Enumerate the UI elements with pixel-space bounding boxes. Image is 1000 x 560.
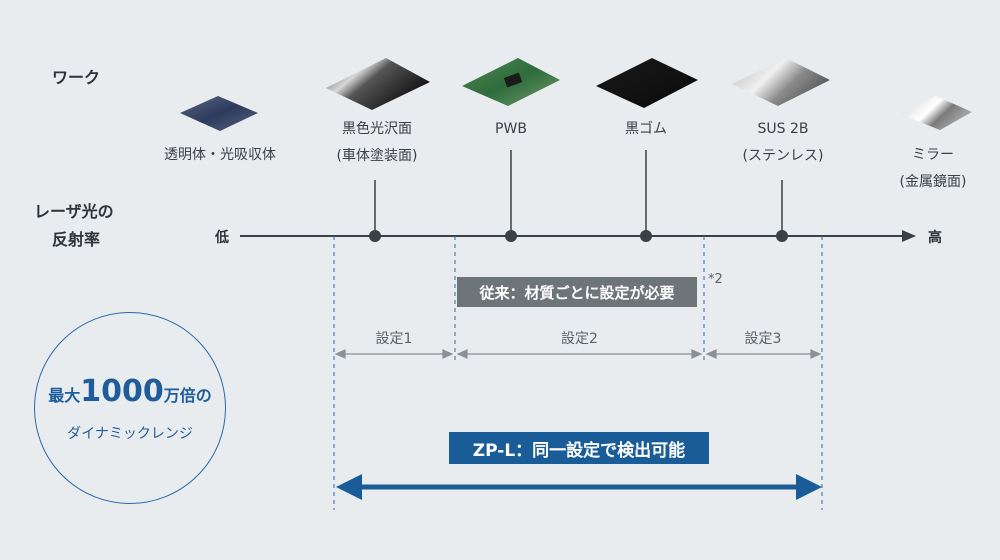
material-black-gloss: 黒色光沢面 (車体塗装面) [297, 116, 457, 170]
material-name: 黒色光沢面 [342, 121, 412, 137]
setting3-label: 設定3 [744, 331, 782, 347]
setting3-arrow-left [705, 349, 717, 359]
axis-arrowhead [902, 230, 916, 242]
tile-transparent [180, 96, 258, 131]
zpl-arrow-right [796, 474, 822, 500]
pwb-chip [503, 72, 523, 88]
dynamic-range-number: 1000 [80, 373, 164, 409]
tile-black-rubber [596, 58, 698, 108]
point-pwb [505, 230, 517, 242]
setting3-arrow-right [810, 349, 822, 359]
axis-high-label: 高 [928, 230, 942, 246]
zpl-box: ZP-L：同一設定で検出可能 [449, 432, 709, 464]
dynamic-range-line2: ダイナミックレンジ [67, 425, 193, 442]
material-sub: (金属鏡面) [899, 174, 967, 190]
conventional-label: 従来：材質ごとに設定が必要 [479, 283, 675, 302]
tile-sus [732, 58, 830, 106]
material-name: 黒ゴム [625, 121, 667, 137]
point-sus [776, 230, 788, 242]
setting1-arrow-left [334, 349, 346, 359]
axis-low-label: 低 [215, 230, 229, 246]
setting2-label: 設定2 [561, 331, 598, 347]
footnote-mark: *2 [708, 272, 723, 287]
material-sub: (車体塗装面) [336, 148, 418, 164]
material-transparent: 透明体・光吸収体 [140, 142, 300, 169]
material-name: ミラー [912, 147, 954, 163]
setting2-arrow-right [691, 349, 703, 359]
material-pwb: PWB [431, 116, 591, 143]
setting1-arrow-right [442, 349, 454, 359]
reflectance-label: レーザ光の 反射率 [34, 198, 114, 254]
reflectance-label-line1: レーザ光の [34, 202, 114, 221]
zpl-arrow-left [336, 474, 362, 500]
dynamic-range-line1: 最大1000万倍の [48, 374, 212, 409]
material-name: 透明体・光吸収体 [164, 147, 276, 163]
material-tiles [180, 58, 972, 131]
conventional-box: 従来：材質ごとに設定が必要 [457, 277, 697, 307]
dynamic-range-circle: 最大1000万倍の ダイナミックレンジ [34, 312, 226, 504]
material-sub: (ステンレス) [742, 148, 824, 164]
point-black-rubber [640, 230, 652, 242]
zpl-label: ZP-L：同一設定で検出可能 [472, 440, 686, 461]
material-name: SUS 2B [757, 121, 809, 137]
material-mirror: ミラー (金属鏡面) [853, 142, 1000, 196]
material-sus: SUS 2B (ステンレス) [703, 116, 863, 170]
dynamic-range-prefix: 最大 [48, 385, 81, 405]
material-name: PWB [495, 121, 527, 137]
point-black-gloss [369, 230, 381, 242]
tile-mirror [900, 96, 972, 130]
dynamic-range-suffix: 万倍の [163, 385, 212, 405]
setting1-label: 設定1 [375, 331, 413, 347]
reflectance-label-line2: 反射率 [52, 230, 101, 249]
tile-black-gloss [326, 58, 430, 110]
setting2-arrow-left [456, 349, 468, 359]
material-black-rubber: 黒ゴム [566, 116, 726, 143]
work-label: ワーク [52, 68, 101, 87]
